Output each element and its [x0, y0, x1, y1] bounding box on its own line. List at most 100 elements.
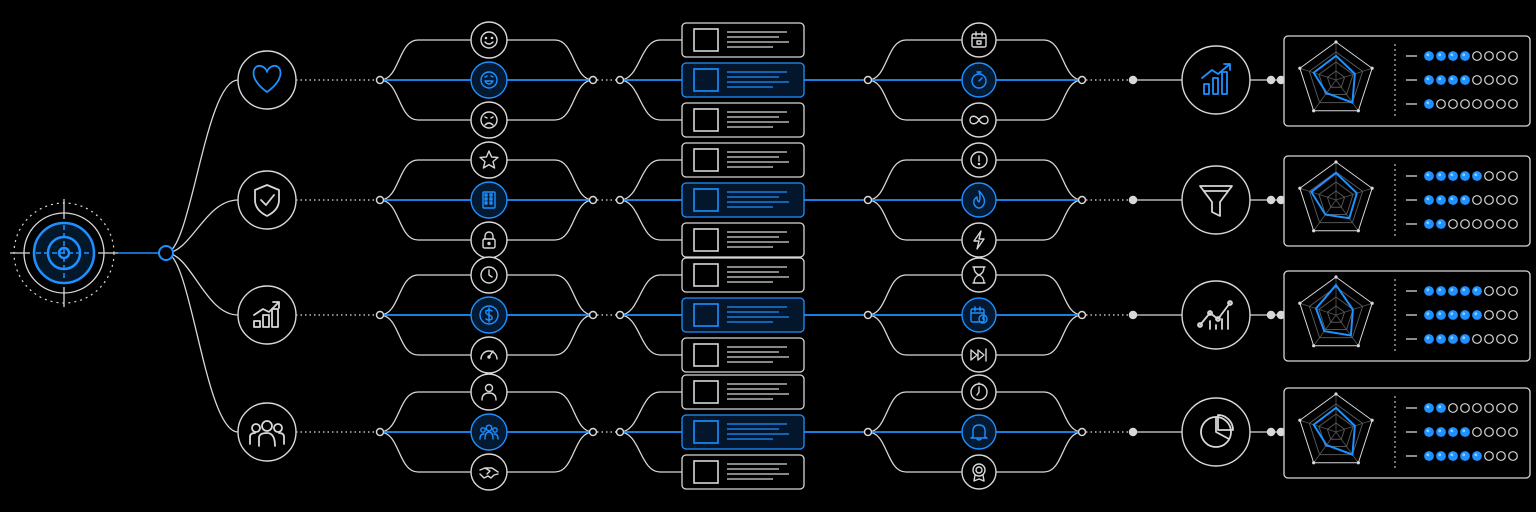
card-frame — [681, 102, 805, 138]
radar-vertex — [1312, 461, 1316, 465]
radar-grid — [1299, 41, 1373, 112]
connector-node — [1266, 195, 1276, 205]
radar-axis — [1299, 67, 1337, 81]
rating-dot-empty — [1484, 334, 1494, 344]
hub-node — [158, 245, 174, 261]
card-frame — [681, 62, 805, 98]
heart-icon — [252, 65, 282, 93]
rating-dot-highlight — [1462, 173, 1466, 177]
radar-vertex — [1370, 301, 1374, 305]
card-thumbnail — [693, 343, 719, 367]
option-node — [470, 181, 508, 219]
hourglass-icon — [972, 266, 986, 284]
card-frame — [681, 257, 805, 293]
connector-node — [863, 195, 873, 205]
rating-dot-highlight — [1438, 197, 1442, 201]
option-circle — [470, 181, 508, 219]
radar-grid — [1318, 61, 1354, 96]
rating-dot-filled — [1460, 75, 1470, 85]
lock-icon — [482, 231, 496, 249]
connector-node — [375, 310, 385, 320]
rating-dot-highlight — [1474, 312, 1478, 316]
rating-dot-highlight — [1426, 336, 1430, 340]
rating-dot-highlight — [1462, 336, 1466, 340]
radar-axis — [1335, 187, 1373, 201]
rating-dot-filled — [1424, 195, 1434, 205]
rating-dot-filled — [1436, 219, 1446, 229]
rating-dot-empty — [1472, 75, 1482, 85]
connector-node — [375, 195, 385, 205]
connector-node — [1077, 310, 1087, 320]
radar-grid — [1308, 51, 1364, 104]
calendar-icon — [971, 31, 987, 48]
option-card — [681, 374, 805, 410]
rating-dot-empty — [1508, 219, 1518, 229]
branch-line — [619, 431, 682, 473]
outcome-circle — [1181, 165, 1251, 235]
radar-grid — [1326, 70, 1346, 88]
radar-vertex — [1312, 229, 1316, 233]
star-icon — [479, 150, 499, 169]
infinity-icon — [969, 115, 989, 125]
radar-vertex — [1334, 160, 1338, 164]
category-circle — [237, 50, 297, 110]
happy-face-icon — [480, 71, 498, 89]
rating-dot-empty — [1484, 286, 1494, 296]
card-thumbnail — [693, 108, 719, 132]
branch-line — [619, 39, 682, 81]
rating-dot-filled — [1424, 427, 1434, 437]
rating-dot-filled — [1460, 171, 1470, 181]
rating-dot-empty — [1460, 403, 1470, 413]
rating-dot-highlight — [1462, 288, 1466, 292]
award-icon — [972, 463, 986, 482]
result-panel — [1283, 387, 1531, 479]
rating-dot-filled — [1436, 195, 1446, 205]
attribute-node — [961, 102, 997, 138]
rating-dot-empty — [1496, 99, 1506, 109]
timer-icon — [970, 382, 988, 401]
radar-vertex — [1298, 418, 1302, 422]
team-icon — [479, 424, 499, 440]
radar-chart — [1298, 160, 1374, 233]
sad-face-icon — [480, 111, 498, 129]
rating-dot-filled — [1460, 427, 1470, 437]
connector-node — [615, 195, 625, 205]
rating-dot-highlight — [1450, 336, 1454, 340]
rating-dot-filled — [1448, 75, 1458, 85]
rating-dot-filled — [1460, 286, 1470, 296]
rating-dot-empty — [1484, 99, 1494, 109]
stopwatch-icon — [971, 71, 987, 89]
rating-dot-filled — [1436, 427, 1446, 437]
option-node — [470, 336, 508, 374]
rating-row — [1406, 171, 1518, 181]
rating-dot-filled — [1424, 51, 1434, 61]
radar-vertex — [1356, 461, 1360, 465]
radar-vertex — [1334, 392, 1338, 396]
rating-dot-filled — [1424, 75, 1434, 85]
rating-dot-highlight — [1450, 453, 1454, 457]
rating-dot-empty — [1460, 99, 1470, 109]
fast-forward-icon — [970, 348, 987, 362]
attribute-circle — [961, 414, 997, 450]
card-thumbnail — [693, 148, 719, 172]
radar-grid — [1318, 413, 1354, 448]
rating-dot-filled — [1424, 171, 1434, 181]
rating-dot-highlight — [1426, 101, 1430, 105]
option-node — [470, 141, 508, 179]
rating-dot-highlight — [1438, 221, 1442, 225]
rating-dot-empty — [1472, 99, 1482, 109]
root-target-node — [10, 199, 159, 307]
connector-node — [1128, 310, 1138, 320]
rating-dot-highlight — [1426, 312, 1430, 316]
rating-dot-empty — [1496, 334, 1506, 344]
rating-dot-empty — [1484, 451, 1494, 461]
lightning-icon — [973, 230, 985, 250]
rating-dot-highlight — [1462, 53, 1466, 57]
connector-node — [1128, 427, 1138, 437]
radar-vertex — [1356, 344, 1360, 348]
card-frame — [681, 22, 805, 58]
rating-dot-filled — [1472, 310, 1482, 320]
rating-dot-highlight — [1474, 453, 1478, 457]
attribute-circle — [961, 22, 997, 58]
option-node — [470, 256, 508, 294]
